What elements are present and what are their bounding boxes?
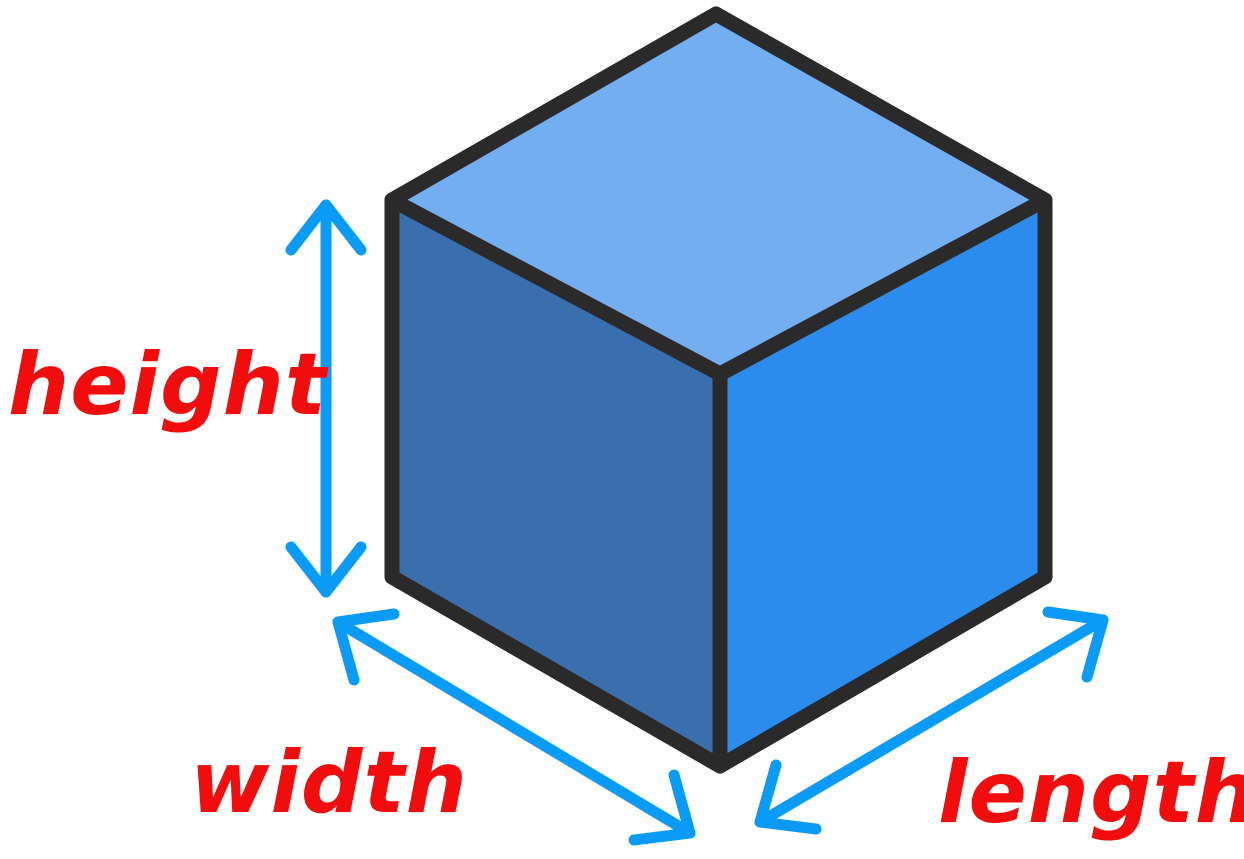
cube-right-face xyxy=(720,200,1045,766)
width-label: width xyxy=(190,733,468,833)
height-arrow-head-top xyxy=(285,199,367,256)
length-arrow-head-right xyxy=(1042,606,1109,683)
length-label: length xyxy=(938,743,1244,843)
height-arrow-head-bottom xyxy=(285,541,367,598)
length-arrow xyxy=(754,606,1109,835)
length-arrow-shaft xyxy=(754,614,1109,828)
width-arrow-shaft xyxy=(332,616,696,839)
length-arrow-head-left xyxy=(754,759,822,835)
width-arrow-head-left xyxy=(332,608,400,686)
width-arrow xyxy=(332,608,696,846)
height-label: height xyxy=(8,335,329,435)
width-arrow-head-right xyxy=(628,769,696,846)
height-arrow xyxy=(285,199,367,598)
cube xyxy=(384,6,1053,774)
cube-left-face xyxy=(392,200,720,766)
